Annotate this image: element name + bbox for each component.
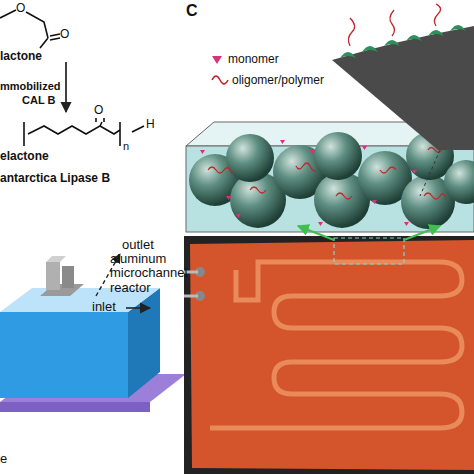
panel-label: C (186, 2, 198, 20)
catalyst-label: mmobilized (0, 80, 61, 92)
cropped-label: e (0, 452, 7, 466)
enzyme-inset (332, 4, 474, 196)
atom-label: O (16, 2, 25, 15)
compound-name: elactone (0, 150, 49, 163)
reaction-arrow (65, 62, 67, 112)
monomer-sample (212, 56, 222, 64)
port-label: outlet (122, 238, 182, 252)
zoom-arrow (298, 226, 334, 240)
atom-label: H (146, 118, 155, 131)
port-label: inlet (92, 300, 132, 314)
polymer-sample (212, 76, 228, 84)
enzyme-name: antarctica Lipase B (0, 172, 110, 185)
lactone-structure (0, 10, 60, 48)
catalyst-label: CAL B (22, 94, 55, 106)
atom-label: O (94, 104, 103, 117)
part-label: aluminum microchannel reactor (110, 252, 184, 295)
legend-text: monomer (228, 52, 279, 66)
legend-box (204, 44, 322, 96)
compound-name: lactone (0, 50, 42, 63)
repeat-index: n (123, 140, 129, 152)
inlet-arrow (126, 307, 150, 309)
zoom-arrow (404, 226, 440, 240)
atom-label: O (60, 28, 69, 41)
reactor-photo (184, 236, 474, 474)
legend-text: oligomer/polymer (232, 73, 324, 87)
